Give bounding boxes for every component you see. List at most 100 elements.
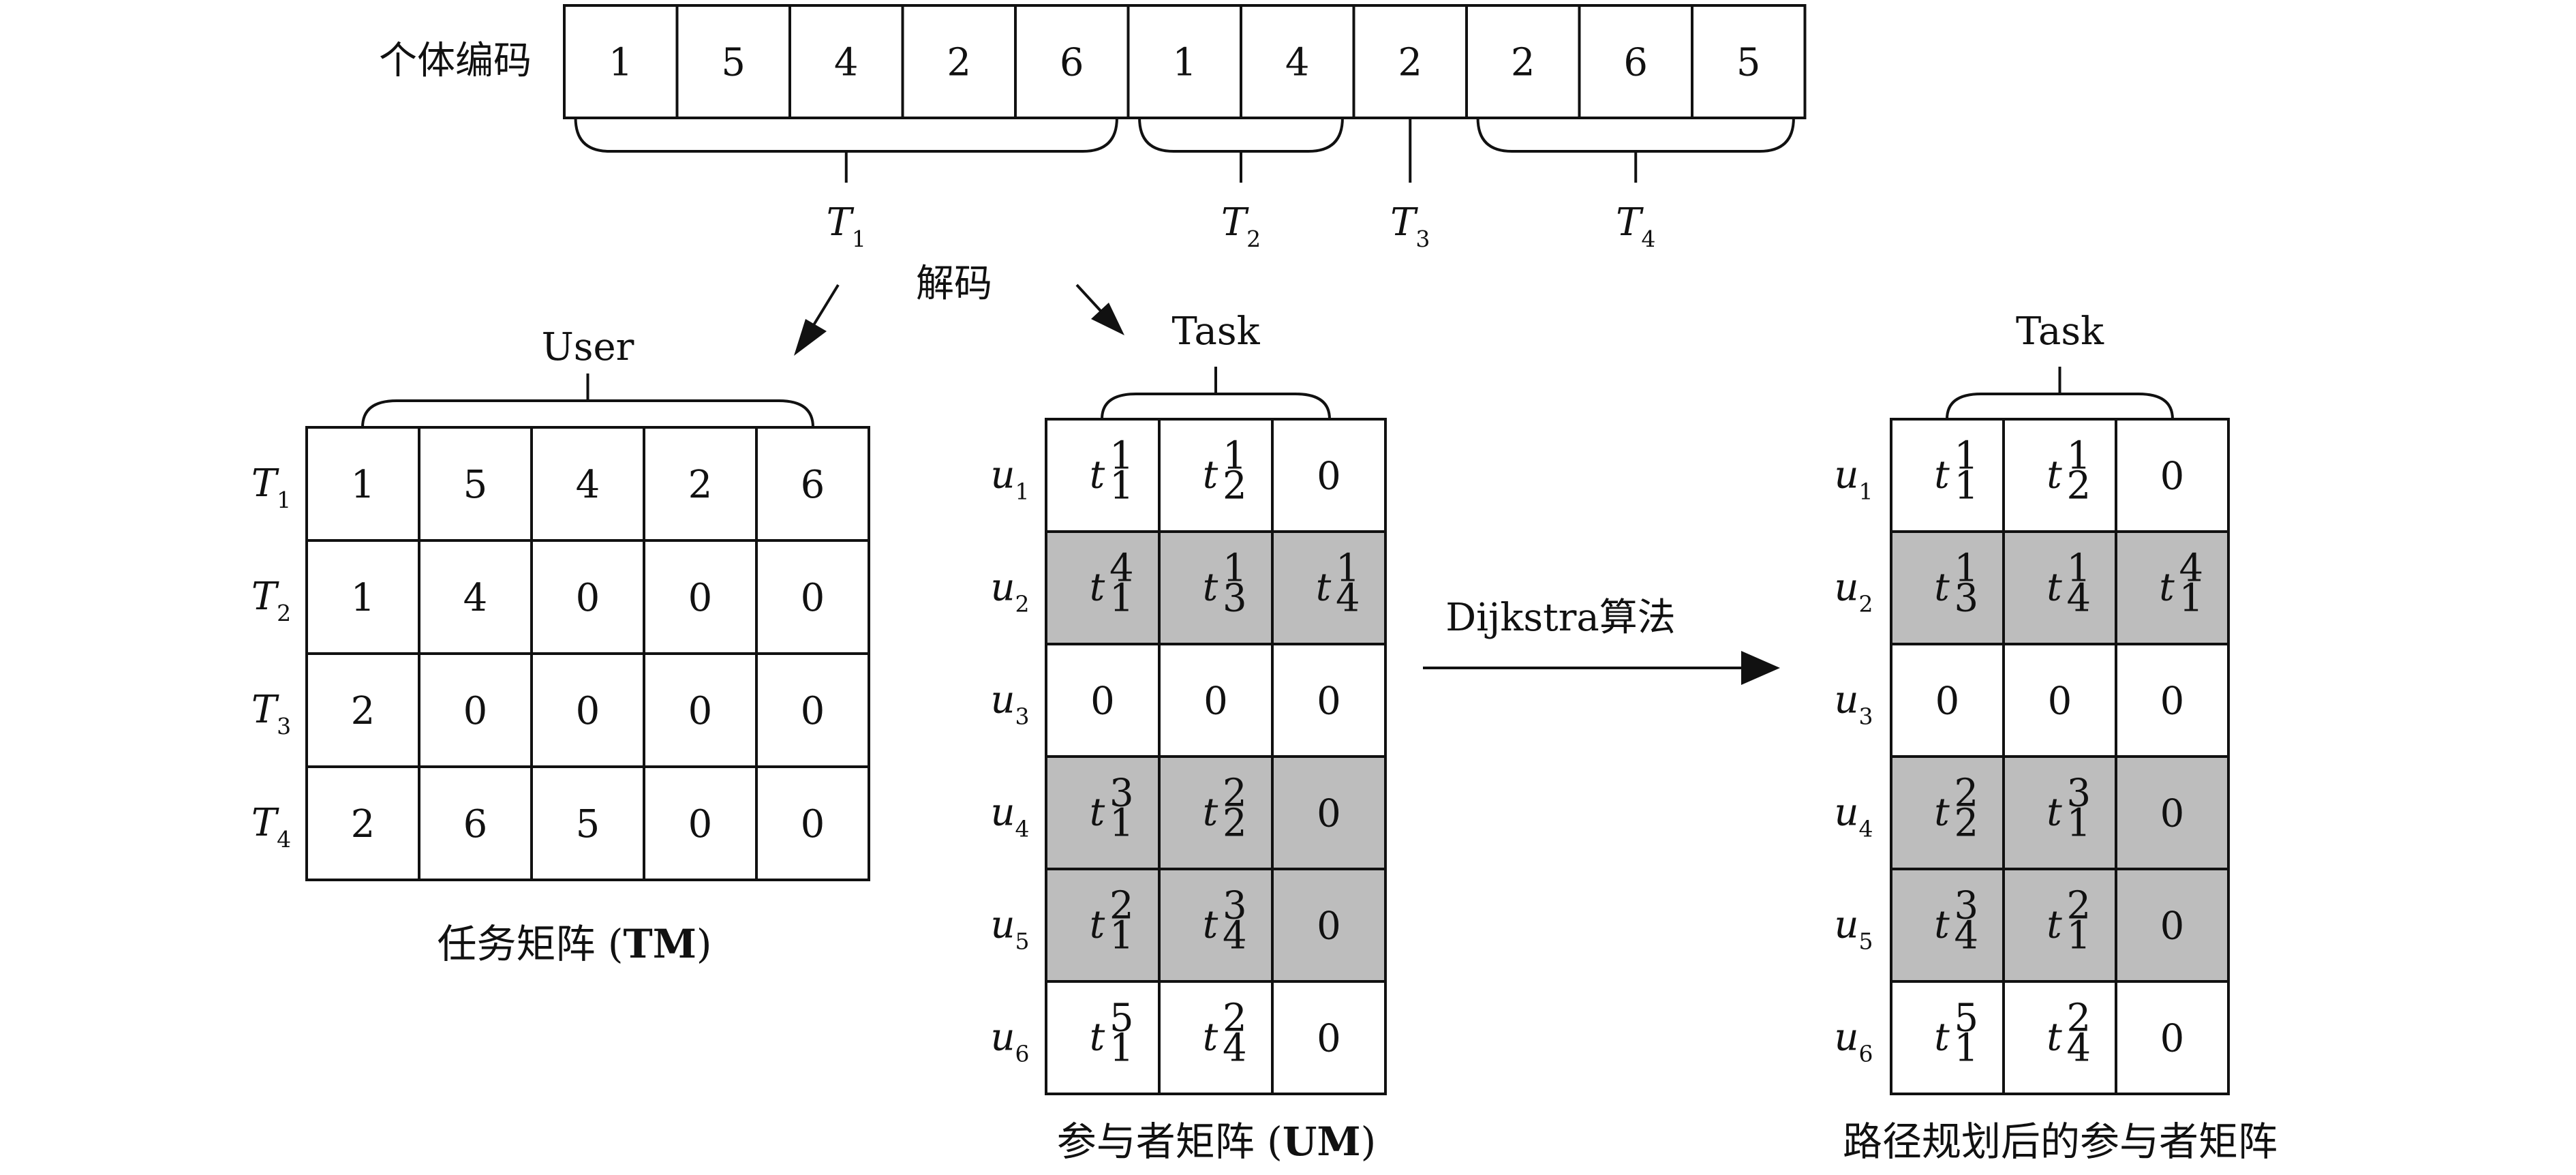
cell-value: 0: [576, 576, 600, 620]
cell-subscript: 4: [1336, 577, 1360, 621]
cell-superscript: 1: [1954, 434, 1979, 478]
matrix-cell: [1158, 868, 1274, 983]
matrix-caption: 参与者矩阵 (UM): [1057, 1118, 1377, 1165]
cell-letter: t: [2046, 566, 2062, 610]
cell-letter: t: [1934, 566, 1950, 610]
cell-value: 0: [1090, 680, 1115, 724]
cell-value: 2: [351, 689, 375, 733]
cell-superscript: 2: [2067, 996, 2091, 1041]
cell-value: 0: [801, 802, 825, 846]
cell-subscript: 1: [1109, 914, 1134, 958]
cell-superscript: 5: [1109, 996, 1134, 1041]
cell-letter: t: [1203, 453, 1218, 498]
row-label: u3: [990, 678, 1029, 730]
gene-cell: [1578, 4, 1693, 119]
cell-subscript: 2: [1223, 464, 1247, 508]
row-label: u2: [1834, 566, 1873, 617]
dijkstra-arrow: [1423, 651, 1780, 685]
dijkstra-label: Dijkstra算法: [1445, 596, 1676, 640]
matrix-cell: [2115, 643, 2230, 758]
matrix-cell: [1045, 868, 1161, 983]
cell-letter: t: [1090, 453, 1105, 498]
cell-superscript: 1: [1336, 547, 1360, 591]
cell-subscript: 2: [1223, 802, 1247, 846]
group-brace: [1138, 117, 1344, 183]
cell-letter: t: [1203, 1016, 1218, 1060]
cell-subscript: 1: [1109, 464, 1134, 508]
gene-cell: [1352, 4, 1468, 119]
matrix-cell: [1890, 418, 2005, 533]
gene-value: 1: [609, 41, 633, 85]
cell-value: 2: [688, 463, 713, 507]
row-label: u6: [990, 1016, 1029, 1067]
gene-value: 4: [834, 41, 859, 85]
cell-letter: t: [1934, 1016, 1950, 1060]
cell-value: 0: [1317, 1017, 1341, 1061]
gene-value: 5: [721, 41, 746, 85]
matrix-cell: [1158, 980, 1274, 1095]
cell-value: 5: [576, 802, 600, 846]
gene-value: 2: [1398, 41, 1422, 85]
cell-value: 0: [688, 576, 713, 620]
matrix-cell: [755, 426, 870, 542]
chromosome-label: 个体编码: [379, 39, 532, 83]
cell-value: 0: [1935, 680, 1960, 724]
gene-cell: [1014, 4, 1130, 119]
cell-value: 0: [2160, 680, 2185, 724]
cell-value: 6: [463, 802, 488, 846]
matrix-cell: [1890, 868, 2005, 983]
row-label: u5: [990, 903, 1029, 955]
cell-subscript: 1: [1954, 464, 1979, 508]
matrix-cell: [1271, 980, 1387, 1095]
gene-value: 1: [1172, 41, 1197, 85]
gene-value: 2: [1511, 41, 1535, 85]
row-label: u4: [1834, 791, 1873, 842]
cell-superscript: 3: [1954, 884, 1979, 928]
matrix-caption: 任务矩阵 (TM): [437, 921, 711, 967]
matrix-cell: [305, 652, 420, 768]
cell-superscript: 1: [1223, 434, 1247, 478]
cell-subscript: 2: [1954, 802, 1979, 846]
cell-value: 0: [1317, 680, 1341, 724]
cell-superscript: 1: [2067, 434, 2091, 478]
matrix-cell: [643, 426, 758, 542]
gene-cell: [563, 4, 679, 119]
matrix-cell: [2115, 418, 2230, 533]
cell-letter: t: [1203, 903, 1218, 947]
matrix-cell: [1271, 643, 1387, 758]
cell-subscript: 3: [1954, 577, 1979, 621]
cell-subscript: 4: [2067, 577, 2091, 621]
matrix-cell: [1271, 868, 1387, 983]
gene-value: 6: [1623, 41, 1648, 85]
cell-subscript: 4: [1223, 1026, 1247, 1071]
row-label: u4: [990, 791, 1029, 842]
cell-value: 0: [1317, 792, 1341, 836]
gene-value: 4: [1285, 41, 1310, 85]
matrix-cell: [1045, 755, 1161, 870]
cell-subscript: 4: [1954, 914, 1979, 958]
row-label: u5: [1834, 903, 1873, 955]
header-brace: [1946, 367, 2174, 420]
matrix-header: User: [542, 325, 634, 369]
row-label: T1: [251, 461, 291, 513]
gene-value: 2: [947, 41, 971, 85]
cell-superscript: 1: [1223, 547, 1247, 591]
gene-cell: [1126, 4, 1242, 119]
matrix-cell: [530, 539, 645, 655]
row-label: u6: [1834, 1016, 1873, 1067]
row-label: T3: [251, 688, 291, 739]
cell-superscript: 5: [1954, 996, 1979, 1041]
cell-letter: t: [1090, 566, 1105, 610]
cell-letter: t: [1934, 903, 1950, 947]
matrix-cell: [2002, 418, 2117, 533]
